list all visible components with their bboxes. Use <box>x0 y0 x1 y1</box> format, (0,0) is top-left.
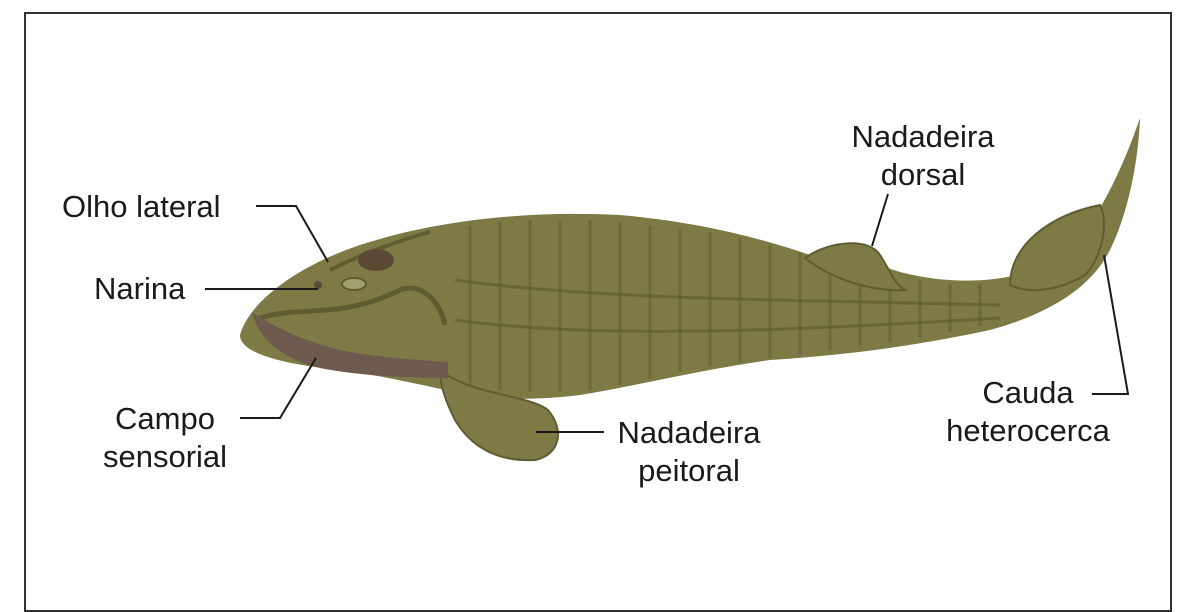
peitoral-line2: peitoral <box>604 452 774 490</box>
label-olho-lateral: Olho lateral <box>62 188 221 226</box>
eye <box>358 249 394 271</box>
dorsal-leader <box>872 194 888 246</box>
label-nadadeira-dorsal: Nadadeira dorsal <box>838 118 1008 194</box>
campo-line2: sensorial <box>100 438 230 476</box>
dorsal-line2: dorsal <box>838 156 1008 194</box>
dorsal-line1: Nadadeira <box>838 118 1008 156</box>
label-nadadeira-peitoral: Nadadeira peitoral <box>604 414 774 490</box>
label-cauda-heterocerca: Cauda heterocerca <box>928 374 1128 450</box>
olho-leader <box>256 206 328 262</box>
campo-leader <box>240 358 316 418</box>
cauda-line1: Cauda <box>928 374 1128 412</box>
label-campo-sensorial: Campo sensorial <box>100 400 230 476</box>
label-narina: Narina <box>94 270 185 308</box>
cauda-line2: heterocerca <box>928 412 1128 450</box>
campo-line1: Campo <box>100 400 230 438</box>
nostril <box>314 281 322 289</box>
peitoral-line1: Nadadeira <box>604 414 774 452</box>
